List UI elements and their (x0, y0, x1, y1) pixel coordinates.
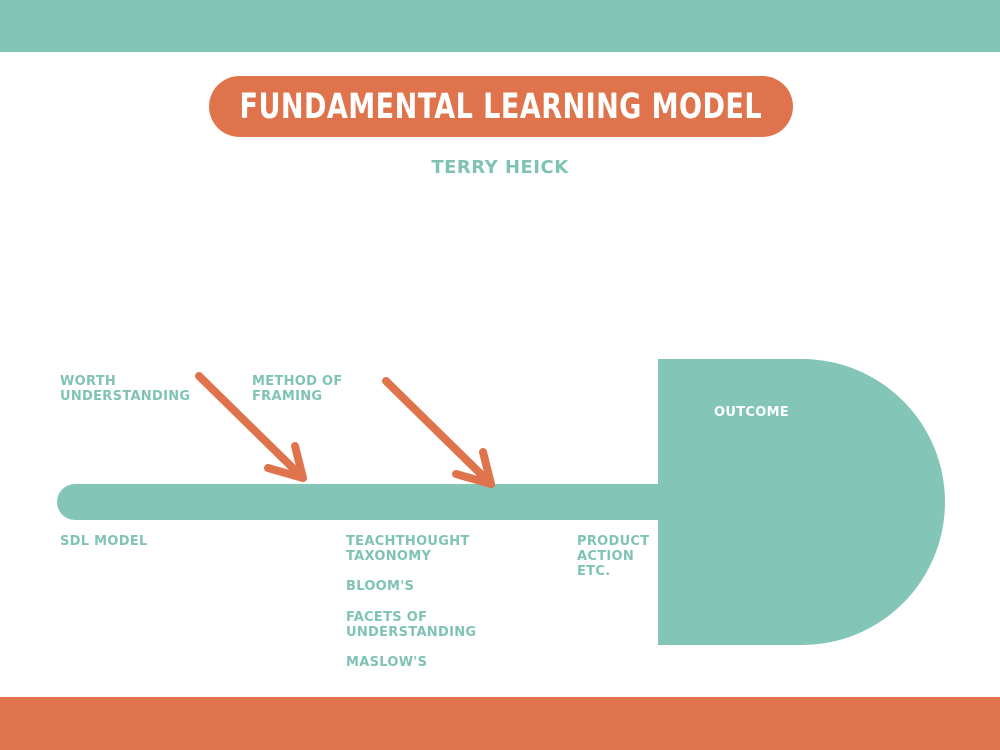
bottom-band (0, 697, 1000, 750)
page-title: FUNDAMENTAL LEARNING MODEL (239, 86, 763, 127)
sdl-model-label: SDL MODEL (60, 534, 148, 549)
facets-of-understanding-label: FACETS OF UNDERSTANDING (346, 610, 477, 640)
author-name: TERRY HEICK (431, 157, 569, 178)
arrow-worth-understanding (195, 372, 307, 482)
outcome-bowl (658, 359, 945, 645)
spoon-handle (57, 484, 677, 520)
title-banner: FUNDAMENTAL LEARNING MODEL (209, 76, 793, 137)
outcome-label: OUTCOME (714, 405, 789, 420)
maslows-label: MASLOW'S (346, 655, 428, 670)
top-band (0, 0, 1000, 52)
product-action-label: PRODUCT ACTION ETC. (577, 534, 650, 579)
teachthought-taxonomy-label: TEACHTHOUGHT TAXONOMY (346, 534, 470, 564)
worth-understanding-label: WORTH UNDERSTANDING (60, 374, 191, 404)
method-of-framing-label: METHOD OF FRAMING (252, 374, 343, 404)
arrow-method-of-framing (382, 377, 495, 488)
blooms-label: BLOOM'S (346, 579, 415, 594)
